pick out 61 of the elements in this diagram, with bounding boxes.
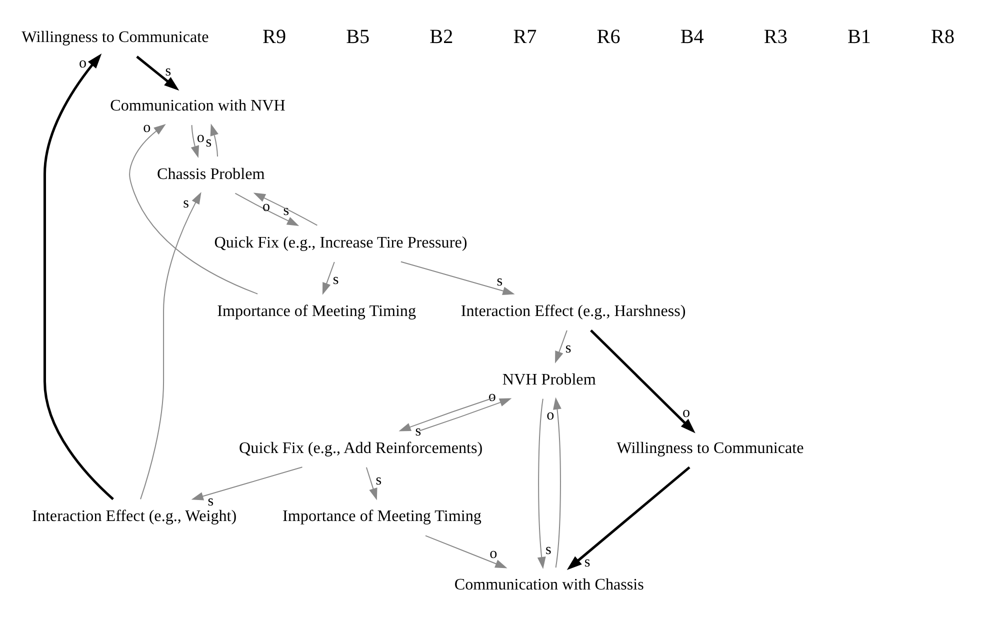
arrow [190,466,302,500]
edge-label: o [78,55,86,72]
node-text: Communication with NVH [110,96,285,114]
arrow [400,260,514,295]
arrow [552,396,561,568]
node-text: Willingness to Communicate [21,28,208,46]
node-text: Willingness to Communicate [616,439,804,456]
arrow [536,398,546,569]
label: R3 [763,26,787,48]
edge-label: s [332,272,338,288]
edge-label: s [584,554,590,570]
label: R7 [512,26,536,48]
node-text: Chassis Problem [156,165,264,182]
label: R9 [262,26,286,48]
arrow [424,534,507,568]
edge-label: o [196,130,204,146]
label: B2 [429,26,453,48]
node-text: Importance of Meeting Timing [216,302,416,320]
arrow [136,55,179,90]
edge-label: s [545,541,551,558]
edge-label: s [414,423,421,440]
node-text: Quick Fix (e.g., Increase Tire Pressure) [214,234,467,251]
label: B4 [680,26,704,48]
node-text: Interaction Effect (e.g., Weight) [32,508,236,525]
edge-label: o [489,545,497,562]
edge-label: s [182,195,188,212]
node-text: Quick Fix (e.g., Add Reinforcements) [238,439,482,456]
label: R6 [596,26,620,48]
arrow [365,466,377,500]
label: B1 [846,26,870,48]
edge-label: s [207,493,214,510]
label: B5 [346,26,370,48]
edge-label: o [488,388,496,404]
arrow [322,261,334,294]
arrow [398,396,494,431]
edge-label: s [375,472,382,488]
edge-label: s [564,340,571,356]
arrow [128,124,258,294]
node-text: Importance of Meeting Timing [282,508,481,525]
edge-label: o [142,120,150,136]
arrow [234,192,299,226]
arrow [554,330,567,363]
arrow [590,328,695,433]
arrow [210,123,218,156]
arrow [42,52,114,500]
edge-label: s [205,134,212,150]
arrow [252,192,317,226]
edge-label: o [682,404,690,421]
label: R8 [930,26,954,48]
edge-label: s [282,202,289,218]
arrow [419,398,512,431]
arrow [140,191,201,499]
edge-label: s [496,273,502,290]
arrow [190,124,199,158]
node-text: Interaction Effect (e.g., Harshness) [460,302,686,320]
edge-label: o [546,407,554,424]
edge-label: o [262,198,270,214]
node-text: NVH Problem [502,370,596,388]
arrow [566,466,690,570]
node-text: Communication with Chassis [454,576,644,594]
edge-label: s [164,63,171,80]
